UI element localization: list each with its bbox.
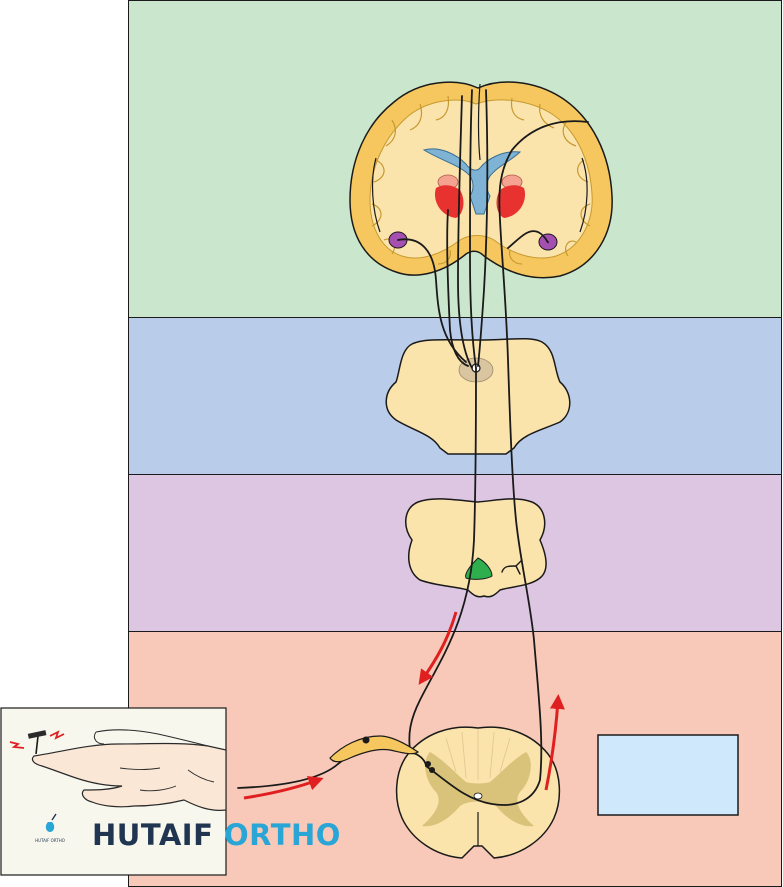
empty-label-box — [597, 734, 739, 816]
pain-spark-icon — [9, 730, 65, 749]
descending-fiber — [408, 89, 477, 751]
hand-inset: HUTAIF ORTHO — [0, 707, 227, 876]
reticular-collateral — [501, 565, 517, 573]
right-thalamic-projection — [507, 230, 549, 249]
left-insula — [371, 157, 381, 233]
left-thalamus — [434, 185, 464, 218]
brand-logo-part-b: ORTHO — [224, 818, 341, 852]
left-thalamic-fiber — [446, 209, 469, 367]
spinal-gray-matter — [422, 752, 534, 827]
lower-brainstem-section — [405, 498, 547, 598]
spinal-cord-section — [395, 726, 561, 859]
thumbtack-icon — [27, 730, 47, 755]
cortical-fiber — [477, 89, 489, 367]
dorsal-root-ganglion — [329, 735, 435, 773]
longitudinal-fissure — [477, 83, 481, 161]
reticular-branch — [515, 559, 523, 575]
right-insula — [579, 157, 588, 233]
brand-logo: HUTAIF ORTHO — [92, 818, 341, 852]
peripheral-arrow-icon — [243, 776, 324, 800]
central-canal — [473, 792, 483, 800]
drg-cell-body — [362, 736, 370, 744]
dorsal-horn-synapse-2 — [429, 767, 435, 773]
descending-arrow-icon — [418, 611, 458, 685]
lateral-ventricles — [422, 148, 522, 215]
logo-mark-text: HUTAIF ORTHO — [35, 838, 65, 843]
brand-logo-part-a: HUTAIF — [92, 818, 214, 852]
hand-illustration — [31, 742, 227, 811]
upper-brainstem-section — [385, 337, 571, 455]
dorsal-horn-synapse-1 — [425, 761, 431, 767]
ascending-arrow-icon — [544, 694, 565, 791]
descending-fiber-2 — [457, 95, 473, 369]
left-amygdala-fiber — [397, 238, 467, 363]
right-thalamus — [496, 185, 526, 218]
signal-arrows — [243, 611, 565, 800]
logo-mark-icon: HUTAIF ORTHO — [35, 813, 65, 843]
spinothalamic-ascending-fiber — [425, 120, 589, 806]
brain-coronal-section — [349, 81, 613, 279]
green-nucleus — [465, 557, 493, 580]
